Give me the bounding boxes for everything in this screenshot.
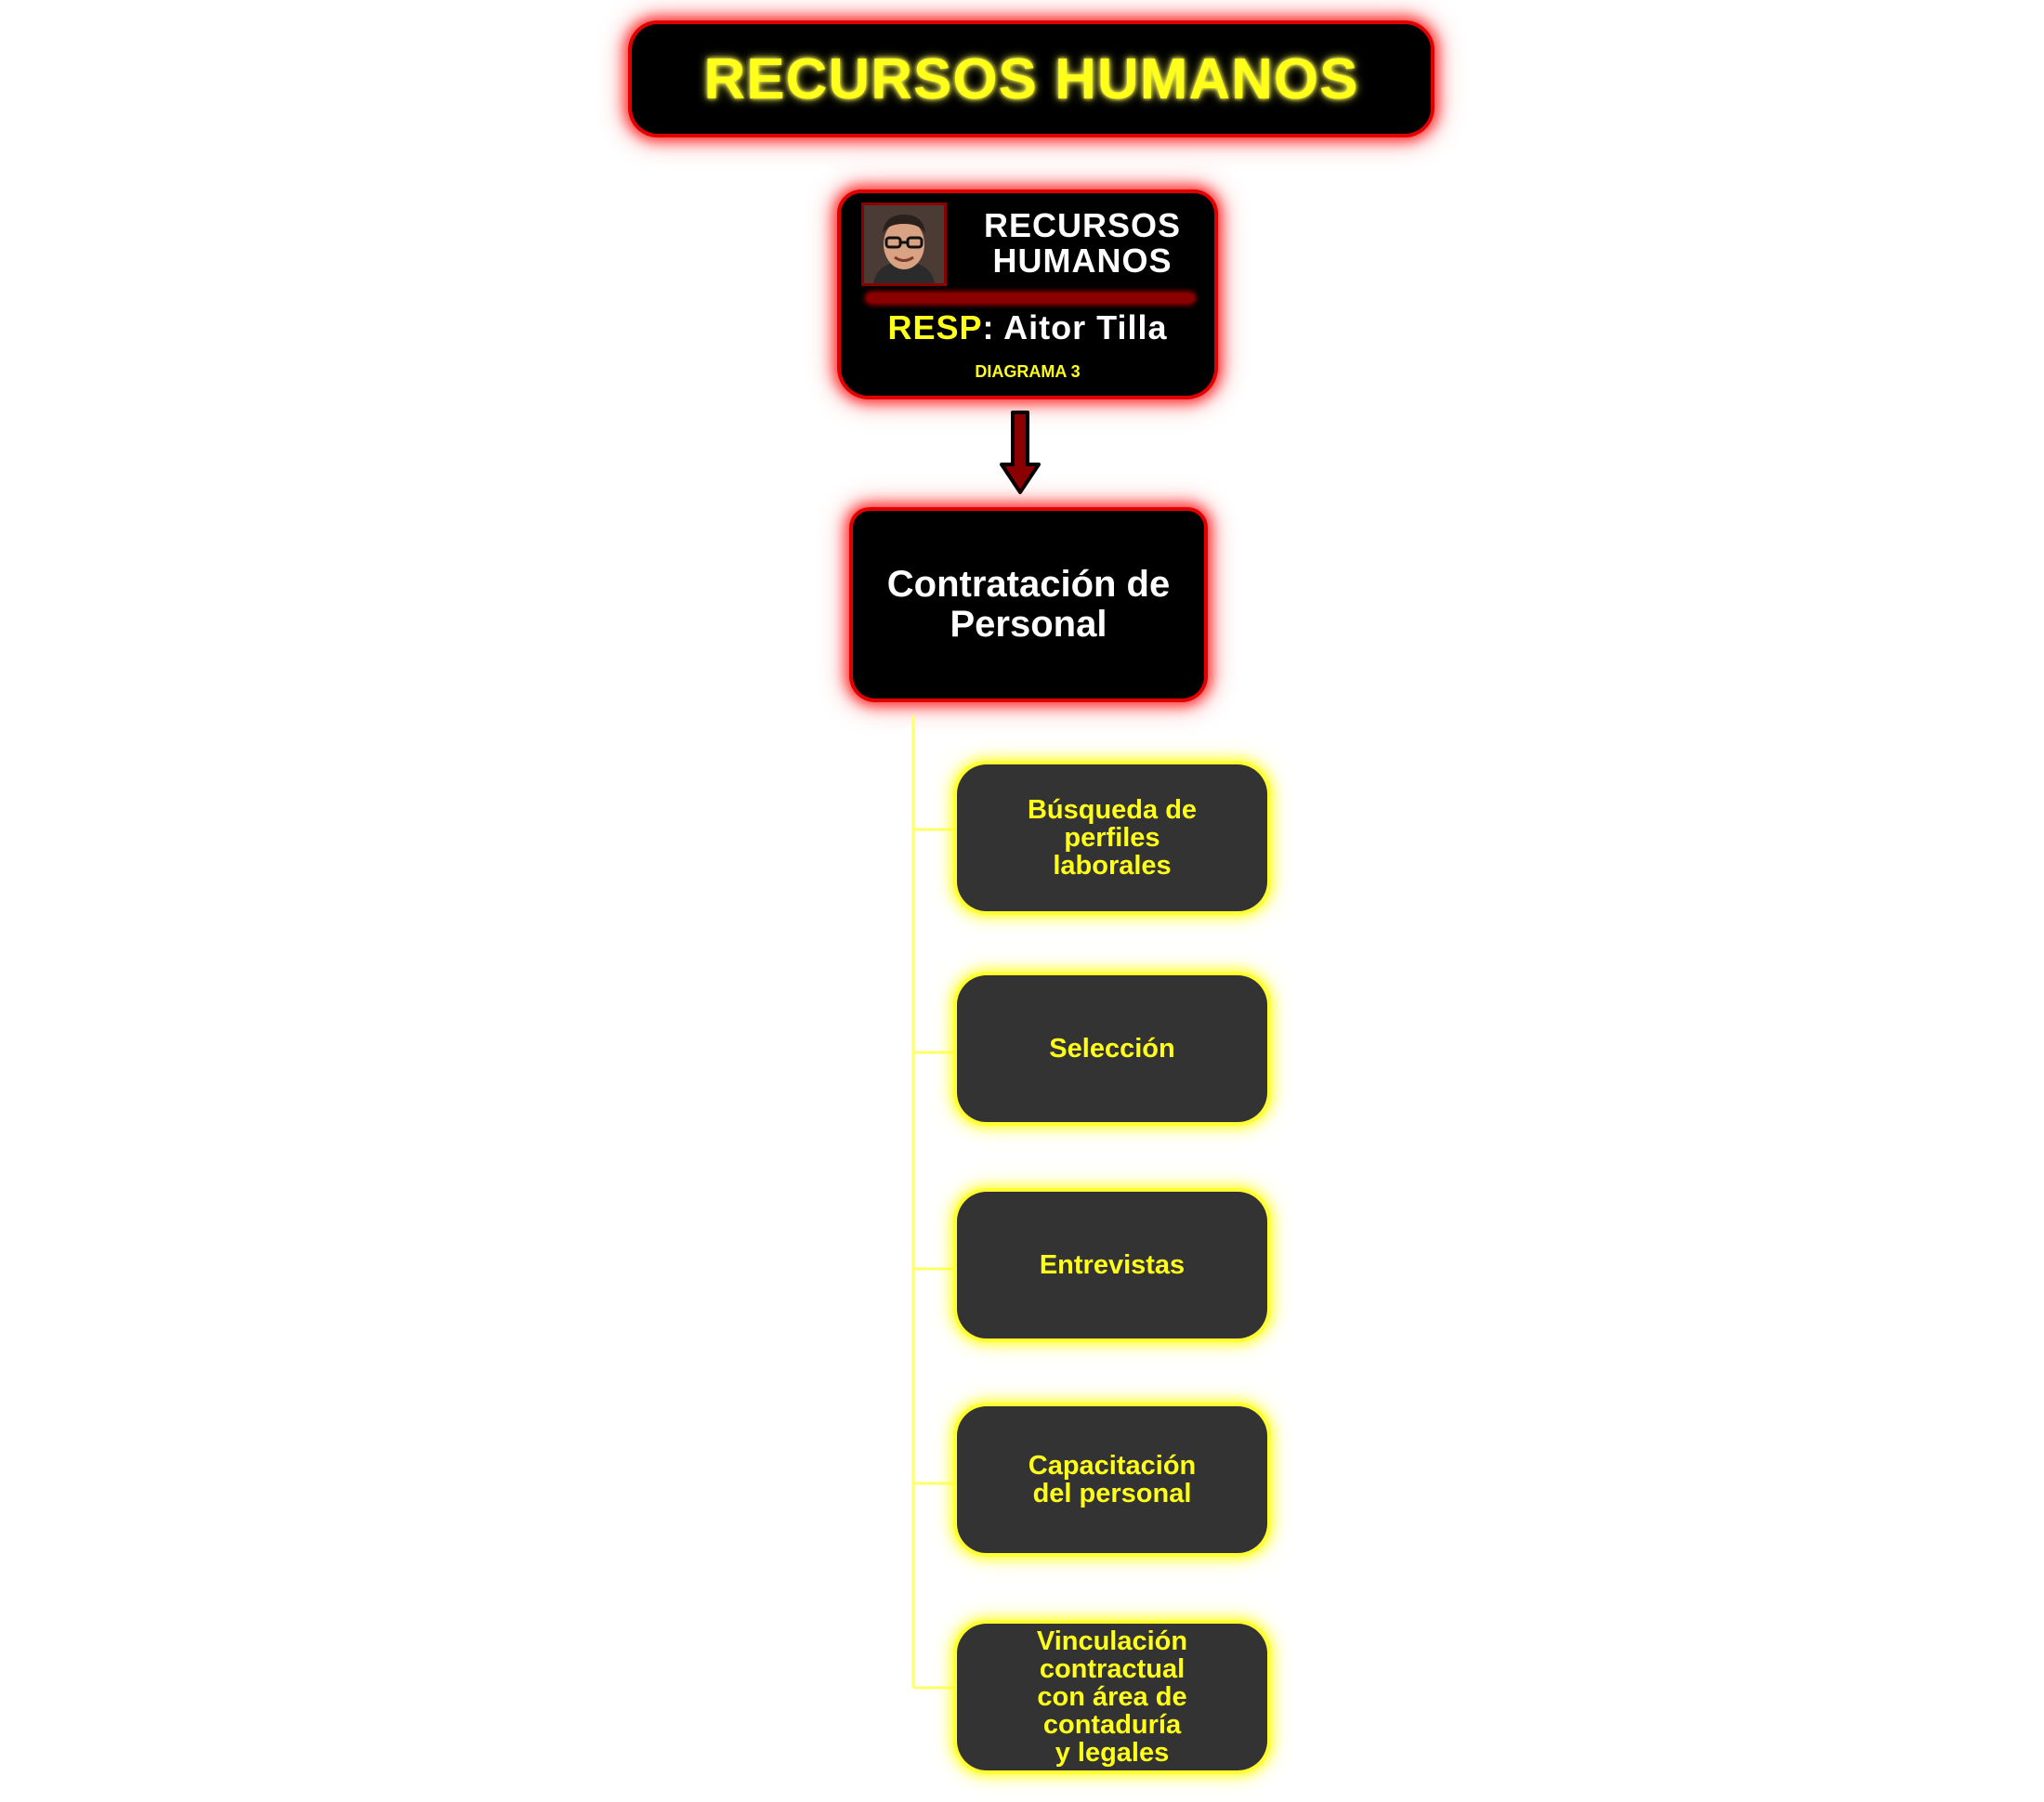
department-card: RECURSOS HUMANOS RESP: Aitor Tilla DIAGR… xyxy=(841,193,1214,396)
step-node: Vinculación contractual con área de cont… xyxy=(957,1624,1267,1770)
resp-name: Aitor Tilla xyxy=(1003,308,1168,346)
step-node: Capacitación del personal xyxy=(957,1406,1267,1553)
step-label: Vinculación contractual con área de cont… xyxy=(1036,1626,1188,1768)
card-title: RECURSOS HUMANOS xyxy=(957,208,1208,279)
main-node-line1: Contratación de xyxy=(886,564,1171,605)
resp-separator: : xyxy=(982,308,1004,346)
avatar xyxy=(861,202,947,286)
step-label: Entrevistas xyxy=(1039,1250,1186,1280)
diagram-title-box: RECURSOS HUMANOS xyxy=(632,24,1431,134)
card-divider xyxy=(867,294,1194,303)
step-node: Entrevistas xyxy=(957,1192,1267,1338)
diagram-number: DIAGRAMA 3 xyxy=(975,362,1081,381)
step-node: Selección xyxy=(957,975,1267,1122)
resp-label: RESP xyxy=(887,308,983,346)
responsible-line: RESP: Aitor Tilla xyxy=(841,308,1214,347)
step-label: Capacitación del personal xyxy=(1028,1451,1197,1508)
step-label: Búsqueda de perfiles laborales xyxy=(1027,795,1198,881)
step-label: Selección xyxy=(1049,1034,1175,1064)
down-arrow-icon xyxy=(1000,411,1041,494)
main-node: Contratación de Personal xyxy=(853,511,1204,699)
card-title-line2: HUMANOS xyxy=(992,242,1173,280)
step-node: Búsqueda de perfiles laborales xyxy=(957,764,1267,911)
main-node-line2: Personal xyxy=(950,604,1107,645)
main-node-label: Contratación de Personal xyxy=(887,565,1170,645)
card-title-line1: RECURSOS xyxy=(983,206,1182,244)
person-photo-icon xyxy=(864,205,944,283)
diagram-title: RECURSOS HUMANOS xyxy=(703,46,1359,111)
